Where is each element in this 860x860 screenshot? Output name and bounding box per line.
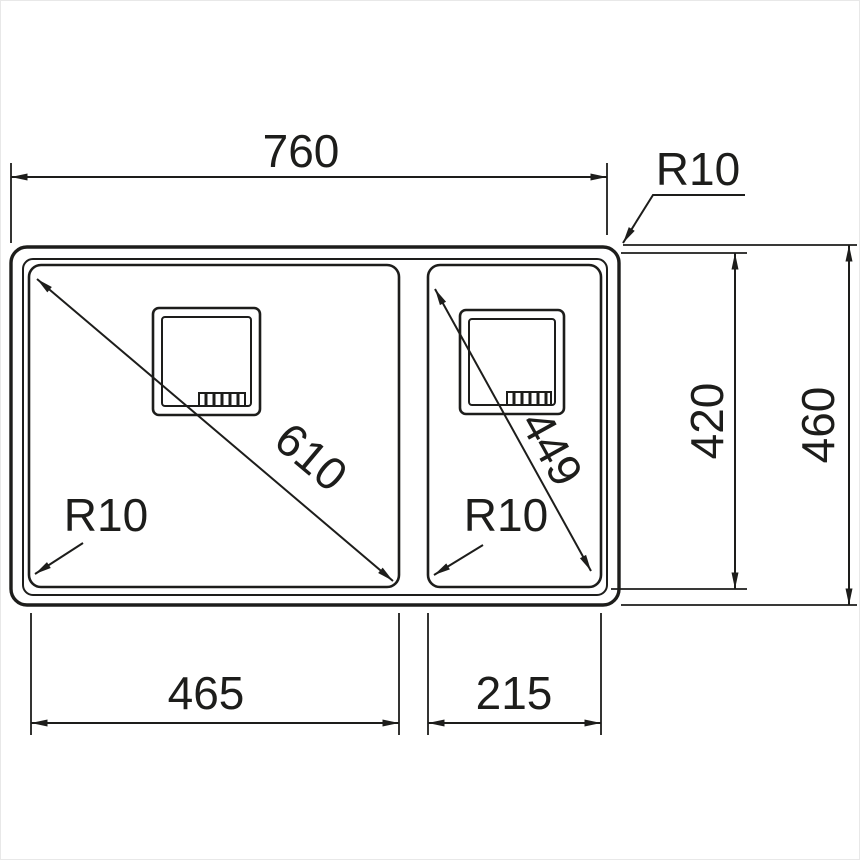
diagonal-dimension-line [434,288,592,572]
corner-radius-label: R10 [656,143,740,195]
main-bowl [27,263,401,589]
sink-outer-edge [9,245,621,607]
half-bowl-diagonal-label: 449 [511,402,594,494]
diagonal-dimension-line [36,278,394,582]
dim-main-bowl-width: 465 [30,613,400,735]
leader-line [34,542,84,575]
overall-width-label: 760 [263,125,340,177]
dim-overall-width: 760 [10,125,608,243]
leader-line [433,544,484,576]
dim-inner-height: 420 [611,252,747,590]
half-bowl [426,263,603,589]
half-bowl-width-label: 215 [476,667,553,719]
half-bowl-radius-callout: R10 [433,489,548,576]
half-bowl-radius-label: R10 [464,489,548,541]
main-bowl-width-label: 465 [168,667,245,719]
sink-rim [22,258,608,596]
sink-outline [9,245,621,607]
inner-height-label: 420 [681,383,733,460]
dim-half-bowl-width: 215 [427,613,602,735]
leader-line [622,194,745,244]
main-bowl-drain-icon [151,306,262,417]
main-bowl-radius-callout: R10 [34,489,148,575]
overall-height-label: 460 [792,387,844,464]
corner-radius-callout: R10 [622,143,745,244]
main-bowl-diagonal-label: 610 [265,412,357,501]
dim-overall-height: 460 [621,244,857,606]
main-bowl-radius-label: R10 [64,489,148,541]
